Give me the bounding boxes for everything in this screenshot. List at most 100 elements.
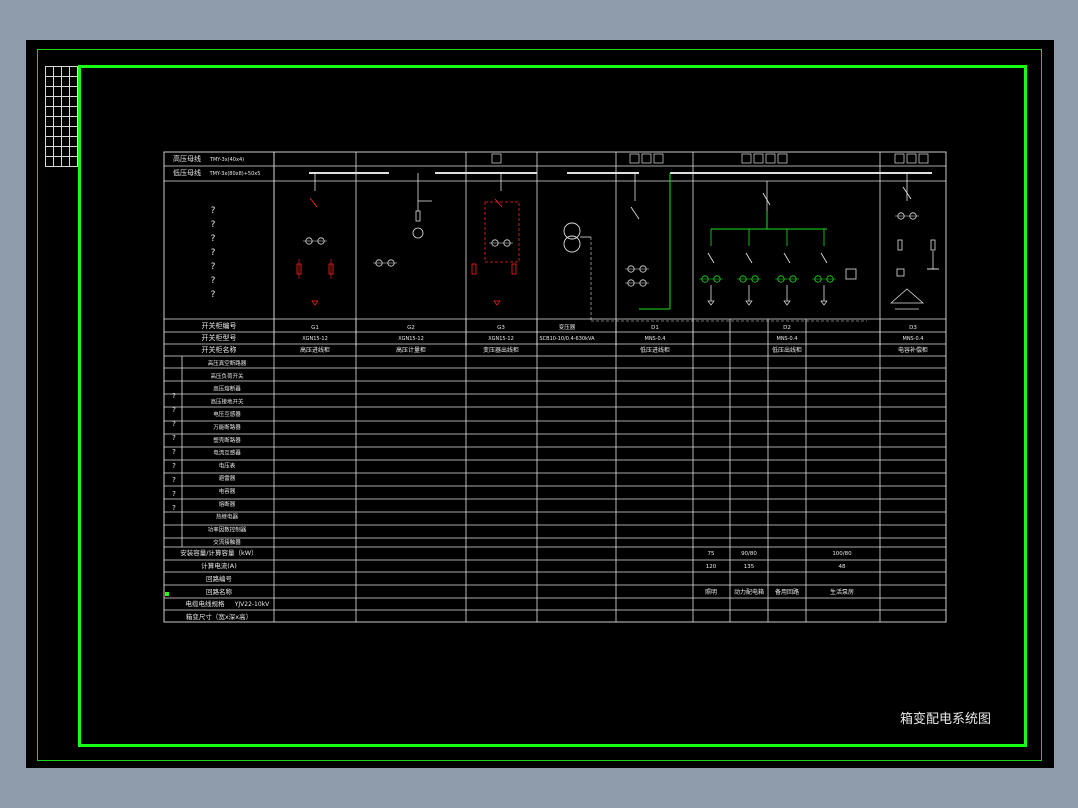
header-tag-box: [906, 153, 917, 164]
g1-arrester: [311, 300, 319, 306]
cabinet-name-4: 低压进线柜: [640, 346, 670, 354]
legend-mark: ?: [211, 206, 216, 216]
header-tag-box: [894, 153, 905, 164]
g2-meter-symbol: [412, 227, 424, 239]
legend-mark: ?: [172, 448, 176, 456]
row-label-cable-model: YJV22-10kV: [234, 601, 270, 608]
param-label-11: 熔断器: [219, 500, 236, 508]
legend-mark: ?: [172, 462, 176, 470]
diagram-columns: [165, 172, 939, 596]
d2-feeder-breaker-1: [745, 252, 753, 264]
param-label-6: 塑壳断路器: [213, 436, 241, 444]
g3-breaker: [494, 198, 503, 208]
legend-mark: ?: [172, 476, 176, 484]
margin-title-block: [45, 66, 97, 168]
header-tag-box: [918, 153, 929, 164]
cabinet-name-0: 高压进线柜: [300, 346, 330, 354]
circuit-current-0: 120: [706, 564, 717, 570]
transformer-winding: [563, 235, 581, 253]
d2-feeder-arrow-3: [820, 300, 828, 306]
table-grid: [163, 151, 947, 623]
param-label-0: 高压真空断路器: [208, 359, 247, 367]
cabinet-no-3: 变压器: [559, 323, 576, 331]
lv-bus-label: 低压母线: [173, 168, 201, 177]
legend-mark: ?: [172, 434, 176, 442]
cabinet-name-2: 变压器出线柜: [483, 346, 519, 354]
circuit-name-1: 动力配电箱: [734, 588, 764, 596]
g1-breaker: [309, 197, 318, 208]
circuit-current-3: 48: [839, 564, 846, 570]
row-label-cable-spec: 电缆电线规格: [186, 599, 226, 608]
cabinet-no-1: G2: [407, 325, 415, 331]
g3-fuse: [471, 263, 477, 275]
cabinet-model-3: SCB10-10/0.4-630kVA: [539, 336, 595, 342]
header-tag-box: [741, 153, 752, 164]
cabinet-name-5: 低压出线柜: [772, 346, 802, 354]
param-label-10: 电容器: [219, 487, 236, 495]
d2-main-breaker: [762, 192, 771, 206]
drawing-title: 箱变配电系统图: [900, 712, 992, 727]
header-tag-box: [777, 153, 788, 164]
lv-bus-spec: TMY-3x(80x8)+50x5: [209, 171, 261, 177]
legend-green-marker: [165, 592, 169, 596]
hv-bus-spec: TMY-3x(40x4): [209, 157, 244, 163]
cabinet-name-1: 高压计量柜: [396, 346, 426, 354]
circuit-capacity-1: 90/80: [741, 551, 757, 557]
cabinet-name-6: 电容补偿柜: [898, 346, 928, 354]
circuit-capacity-0: 75: [708, 551, 715, 557]
param-label-7: 电流互感器: [213, 449, 241, 457]
cabinet-model-4: MNS-0.4: [645, 336, 666, 342]
d3-capacitor-bank: [889, 288, 925, 304]
circuit-name-3: 生活泵房: [830, 588, 854, 596]
d3-fuse: [930, 239, 936, 251]
cabinet-model-0: XGN15-12: [302, 336, 328, 342]
param-label-4: 电压互感器: [213, 410, 241, 418]
header-tag-box: [491, 153, 502, 164]
d2-feeder-arrow-2: [783, 300, 791, 306]
param-label-14: 交流接触器: [213, 538, 241, 546]
d1-breaker: [630, 206, 640, 220]
margin-grid: [45, 66, 78, 167]
legend-mark: ?: [211, 220, 216, 230]
param-label-1: 高压负荷开关: [210, 372, 244, 380]
row-label-cabinet-number: 开关柜编号: [202, 321, 237, 330]
outer-border: [37, 49, 1042, 761]
row-label-circuit-no: 回路编号: [206, 574, 233, 583]
row-label-dimensions: 箱变尺寸（宽x深x高）: [186, 612, 252, 621]
cabinet-model-2: XGN15-12: [488, 336, 514, 342]
cabinet-model-1: XGN15-12: [398, 336, 424, 342]
cabinet-model-6: MNS-0.4: [903, 336, 924, 342]
header-tag-box: [641, 153, 652, 164]
d2-meter-box: [845, 268, 857, 280]
cabinet-no-5: D2: [783, 325, 791, 331]
param-label-13: 功率因数控制器: [208, 525, 247, 533]
d3-breaker: [902, 186, 912, 200]
cabinet-no-2: G3: [497, 325, 505, 331]
inner-border: [78, 65, 1027, 747]
row-label-circuit-name: 回路名称: [206, 587, 233, 596]
g2-pt-fuse: [415, 210, 421, 222]
header-tag-box: [629, 153, 640, 164]
d2-feeder-arrow-1: [745, 300, 753, 306]
d3-fuse: [897, 239, 903, 251]
table-border: [163, 151, 947, 623]
legend-mark: ?: [211, 262, 216, 272]
row-label-cabinet-name: 开关柜名称: [202, 345, 237, 354]
g3-dashed-box: [484, 201, 520, 263]
legend-mark: ?: [172, 420, 176, 428]
param-label-3: 高压接地开关: [210, 397, 244, 405]
cabinet-no-6: D3: [909, 325, 917, 331]
legend-mark: ?: [172, 406, 176, 414]
header-tag-box: [653, 153, 664, 164]
g3-fuse: [511, 263, 517, 275]
legend-mark: ?: [211, 290, 216, 300]
legend-mark: ?: [172, 504, 176, 512]
legend-mark: ?: [211, 276, 216, 286]
cabinet-no-4: D1: [651, 325, 659, 331]
d2-feeder-breaker-2: [783, 252, 791, 264]
circuit-capacity-3: 100/80: [832, 551, 852, 557]
legend-mark: ?: [211, 248, 216, 258]
